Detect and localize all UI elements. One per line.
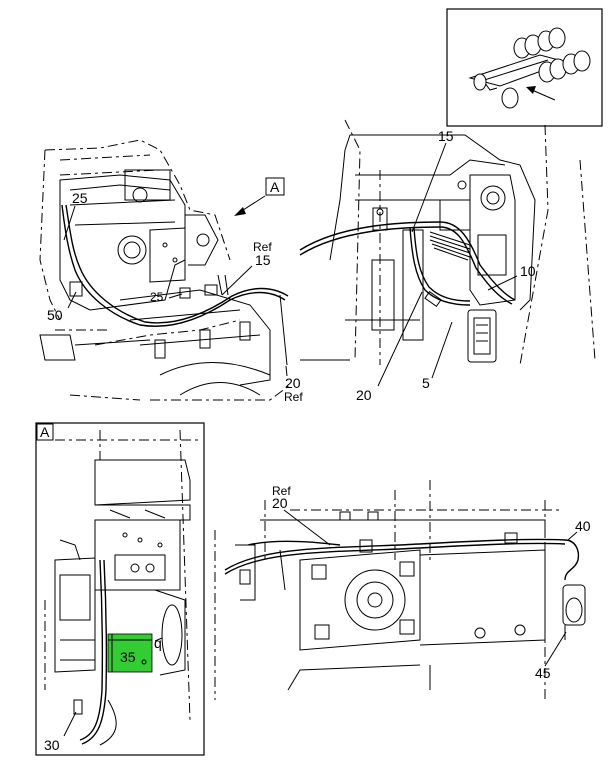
wheel-icon bbox=[473, 27, 591, 109]
callout-20-right: 20 bbox=[356, 387, 372, 403]
callout-50: 50 bbox=[47, 307, 63, 323]
engine-view bbox=[39, 139, 291, 401]
ref-label: Ref bbox=[284, 390, 303, 404]
callout-15-right: 15 bbox=[438, 128, 454, 144]
harness-view bbox=[299, 119, 596, 366]
callout-20-lower: 20 bbox=[272, 495, 288, 511]
callout-25-top: 25 bbox=[72, 190, 88, 206]
view-marker-box bbox=[265, 177, 285, 196]
callout-5: 5 bbox=[422, 375, 430, 391]
callout-35: 35 bbox=[120, 649, 136, 665]
view-marker-label: A bbox=[270, 179, 280, 195]
callout-q: q bbox=[154, 635, 162, 651]
callout-15-left: 15 bbox=[255, 252, 271, 268]
ref-label: Ref bbox=[272, 484, 291, 498]
callout-10: 10 bbox=[520, 263, 536, 279]
ref-label: Ref bbox=[253, 240, 272, 254]
callout-30: 30 bbox=[44, 737, 60, 753]
vehicle-locator-inset bbox=[446, 8, 603, 127]
lower-harness-view bbox=[214, 480, 586, 700]
callout-45: 45 bbox=[535, 665, 551, 681]
detail-a-label: A bbox=[40, 424, 50, 440]
callout-25-mid: 25 bbox=[150, 290, 164, 304]
view-arrow bbox=[234, 195, 266, 216]
callout-20-left: 20 bbox=[285, 375, 301, 391]
detail-a-marker-box bbox=[36, 423, 54, 441]
callout-40: 40 bbox=[575, 518, 591, 534]
direction-arrow bbox=[526, 86, 556, 101]
callout-labels: A 25 50 25 Ref 15 20 Ref 15 10 20 5 A 35… bbox=[36, 128, 591, 753]
detail-a-view bbox=[35, 422, 205, 756]
leader-lines bbox=[63, 142, 578, 737]
